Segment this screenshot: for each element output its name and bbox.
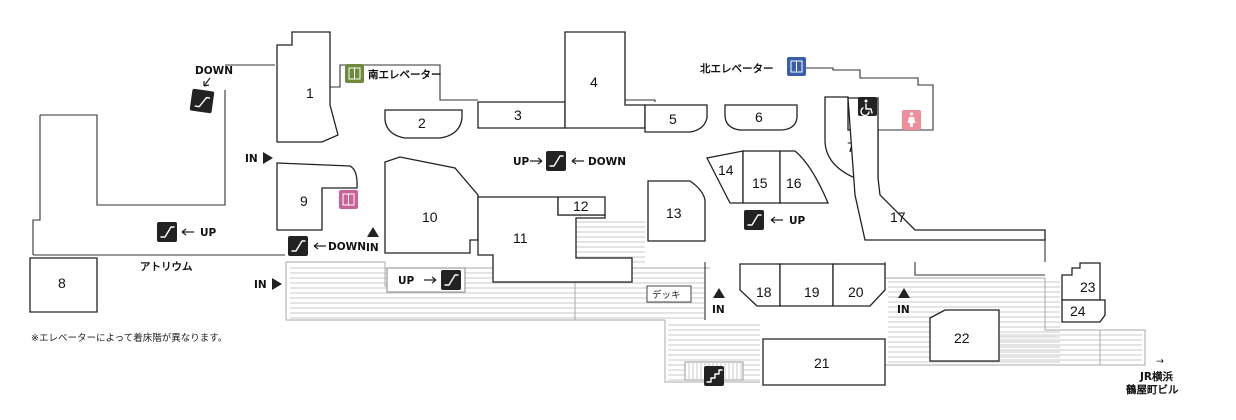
entrance-arrow-icon: [367, 227, 379, 237]
entrance-arrow-icon: [898, 288, 910, 298]
destination-arrow: →: [1156, 356, 1164, 367]
shop-24[interactable]: 24: [1061, 299, 1106, 323]
shop-number: 11: [513, 230, 528, 246]
escalator-down-top[interactable]: DOWN: [189, 65, 233, 114]
shop-number: 15: [752, 175, 768, 191]
shop-number: 17: [890, 209, 906, 225]
shop-15[interactable]: 15: [742, 150, 781, 204]
north-elevator[interactable]: 北エレベーター: [700, 57, 806, 76]
escalator-down-label: DOWN: [588, 156, 626, 168]
shop-number: 18: [756, 284, 772, 300]
shop-number: 20: [848, 284, 864, 300]
elevator-note: ※エレベーターによって着床階が異なります。: [31, 332, 227, 344]
shop-14[interactable]: 14: [706, 150, 744, 204]
escalator-up-left[interactable]: UP: [157, 222, 217, 242]
shop-number: 14: [718, 162, 734, 178]
shop-21[interactable]: 21: [762, 338, 886, 386]
shop-number: 5: [669, 111, 677, 127]
escalator-down-label: DOWN: [328, 241, 366, 253]
atrium-label: アトリウム: [140, 261, 193, 273]
entrance-label: IN: [897, 304, 910, 316]
escalator-up-label: UP: [789, 215, 806, 227]
escalator-up-label: UP: [398, 275, 415, 287]
svg-text:デッキ: デッキ: [652, 289, 681, 301]
entrance-arrow-icon: [272, 278, 282, 290]
shop-number: 10: [422, 209, 438, 225]
stairs[interactable]: [684, 361, 744, 386]
entrance-arrow-icon: [263, 152, 273, 164]
shop-18[interactable]: 18: [739, 263, 781, 307]
deck-label: デッキ: [646, 285, 692, 303]
entrance-center-left[interactable]: IN: [366, 227, 379, 254]
shop-11[interactable]: 11: [477, 196, 633, 283]
escalator-down-label: DOWN: [195, 65, 233, 77]
shop-5[interactable]: 5: [644, 104, 708, 133]
escalator-up-right[interactable]: UP: [744, 210, 806, 230]
elevator-near-9[interactable]: [339, 190, 358, 209]
shop-number: 12: [573, 198, 589, 214]
shop-22[interactable]: 22: [929, 309, 1000, 362]
shop-3[interactable]: 3: [477, 101, 566, 129]
shop-4[interactable]: 4: [564, 31, 646, 129]
shop-9[interactable]: 9: [276, 162, 358, 231]
shop-16[interactable]: 16: [779, 150, 829, 204]
escalator-up-label: UP: [513, 156, 530, 168]
shop-12[interactable]: 12: [557, 196, 606, 216]
shop-number: 6: [755, 109, 763, 125]
north-elevator-label: 北エレベーター: [700, 62, 774, 75]
shop-19[interactable]: 19: [779, 263, 834, 307]
south-elevator-label: 南エレベーター: [368, 68, 442, 81]
escalator-icon: [189, 88, 215, 114]
south-elevator[interactable]: 南エレベーター: [345, 64, 442, 83]
escalator-icon: [157, 222, 177, 242]
stairs-icon: [704, 366, 724, 386]
shop-number: 24: [1070, 303, 1086, 319]
shop-20[interactable]: 20: [832, 263, 886, 307]
destination-jr[interactable]: → JR横浜 鶴屋町ビル: [1126, 356, 1179, 396]
shop-number: 21: [814, 355, 830, 371]
shop-number: 1: [306, 85, 314, 101]
shop-13[interactable]: 13: [647, 180, 706, 242]
shop-number: 4: [590, 74, 598, 90]
shop-number: 8: [58, 275, 66, 291]
escalator-icon: [288, 236, 308, 256]
shop-number: 19: [804, 284, 820, 300]
entrance-label: IN: [245, 153, 258, 165]
escalator-up-label: UP: [200, 227, 217, 239]
escalator-down-mid[interactable]: DOWN: [288, 236, 366, 256]
entrance-left-upper[interactable]: IN: [245, 152, 273, 165]
escalator-up-bottom[interactable]: UP: [386, 267, 466, 293]
entrance-label: IN: [254, 279, 267, 291]
destination-line-1: JR横浜: [1139, 370, 1173, 383]
restroom[interactable]: [902, 110, 921, 130]
shop-17[interactable]: 17: [847, 97, 1046, 241]
destination-line-2: 鶴屋町ビル: [1126, 383, 1179, 396]
shop-10[interactable]: 10: [384, 156, 479, 254]
shop-number: 16: [786, 175, 802, 191]
entrance-label: IN: [712, 304, 725, 316]
shop-number: 9: [300, 193, 308, 209]
shop-number: 2: [418, 115, 426, 131]
entrance-arrow-icon: [713, 288, 725, 298]
entrance-left-lower[interactable]: IN: [254, 278, 282, 291]
escalator-icon: [546, 151, 566, 171]
shop-number: 22: [954, 330, 970, 346]
shop-8[interactable]: 8: [29, 257, 98, 313]
escalator-icon: [744, 210, 764, 230]
shop-2[interactable]: 2: [384, 109, 463, 139]
shop-6[interactable]: 6: [724, 104, 798, 131]
entrance-label: IN: [366, 242, 379, 254]
shop-23[interactable]: 23: [1061, 262, 1101, 301]
entrance-right[interactable]: IN: [897, 288, 910, 316]
escalator-center[interactable]: UP DOWN: [513, 151, 626, 171]
shop-1[interactable]: 1: [276, 31, 339, 143]
shop-number: 23: [1080, 279, 1096, 295]
entrance-deck[interactable]: IN: [712, 288, 725, 316]
shop-number: 13: [666, 205, 682, 221]
shop-number: 3: [514, 107, 522, 123]
escalator-icon: [441, 270, 461, 290]
accessible-facility[interactable]: [858, 97, 877, 117]
